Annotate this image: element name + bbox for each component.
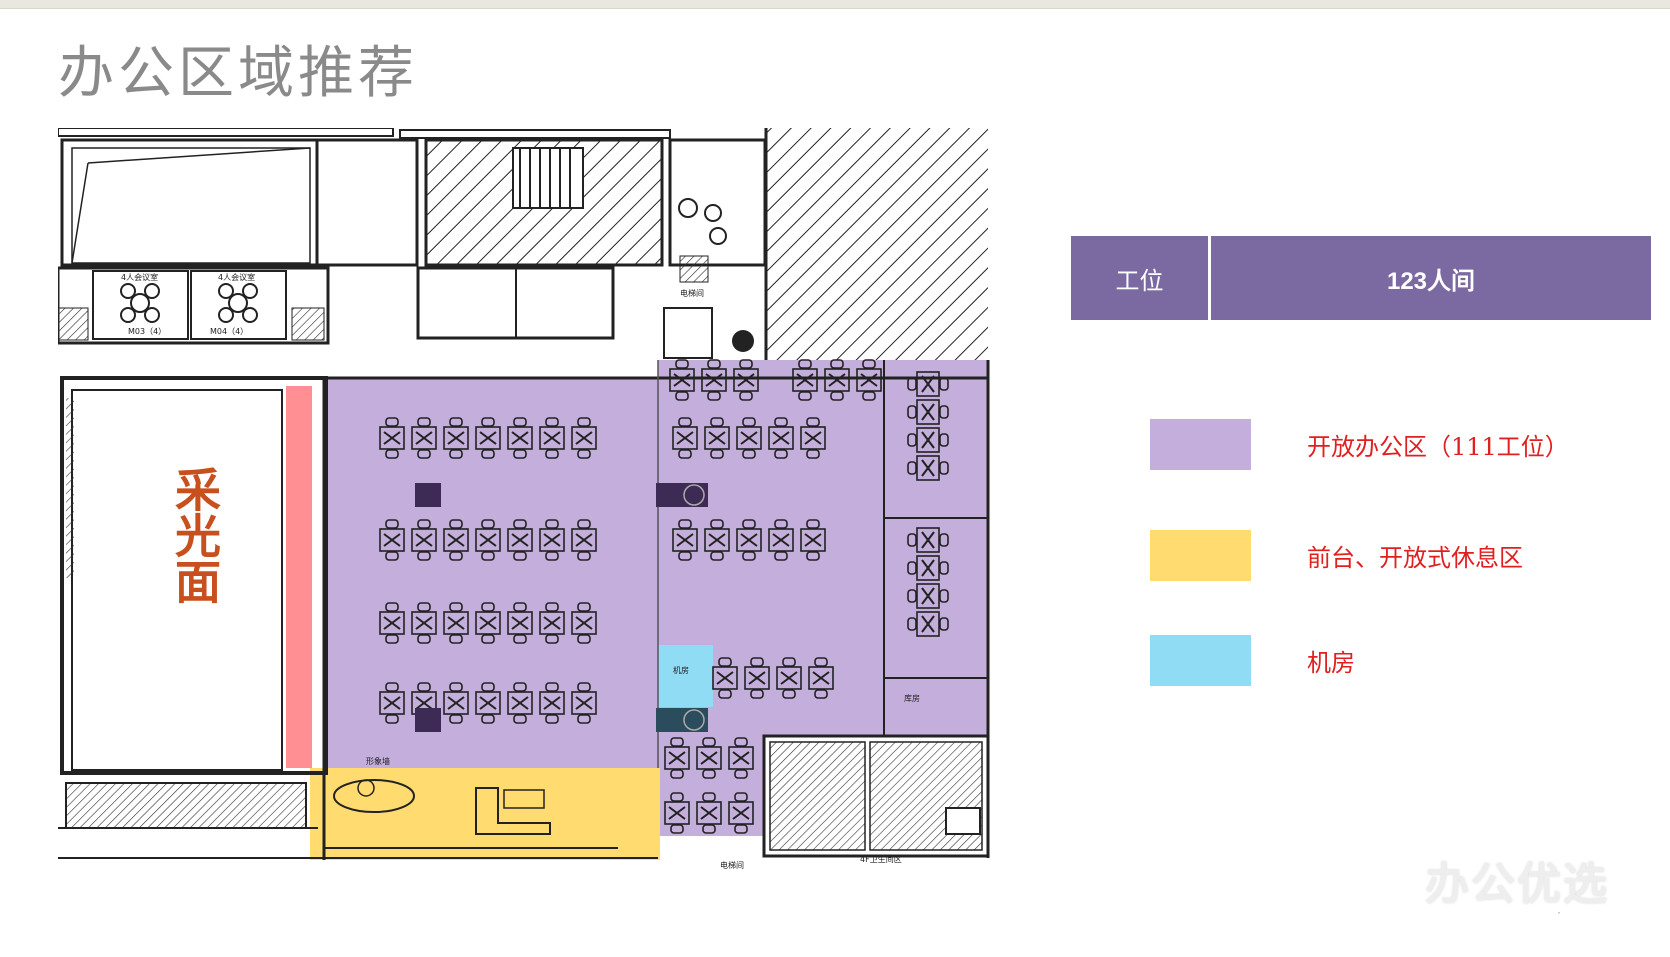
window-top-bar xyxy=(0,0,1670,9)
info-value-cell: 123人间 xyxy=(1211,236,1651,320)
page-title: 办公区域推荐 xyxy=(58,41,418,106)
server-room-label: 机房 xyxy=(673,665,689,675)
workstation-info-table: 工位 123人间 xyxy=(1071,236,1651,320)
info-label-cell: 工位 xyxy=(1071,236,1208,320)
reception-zone xyxy=(310,768,660,860)
meeting-room-a-label: 4人会议室 xyxy=(121,272,158,282)
floor-plan: 4人会议室 4人会议室 M03（4） M04（4） 电梯间 xyxy=(58,128,990,870)
electrical-room-label: 电梯间 xyxy=(680,288,704,298)
meeting-room-b-label: 4人会议室 xyxy=(218,272,255,282)
server-room-zone xyxy=(658,645,713,707)
legend-swatch-reception xyxy=(1150,530,1251,581)
meeting-room-a-code: M03（4） xyxy=(128,327,166,336)
storage-label: 库房 xyxy=(904,693,920,703)
open-office-zone xyxy=(658,736,763,836)
daylight-label: 采光面 xyxy=(169,466,221,604)
legend-label-reception: 前台、开放式休息区 xyxy=(1307,544,1523,572)
restroom-label: 4F卫生间区 xyxy=(860,854,902,864)
reception-wall-label: 形象墙 xyxy=(366,756,390,766)
watermark-logo: 办公优选 xyxy=(1425,859,1609,910)
decorative-dot: · xyxy=(1557,905,1561,919)
legend-label-server-room: 机房 xyxy=(1307,649,1355,677)
legend-swatch-server-room xyxy=(1150,635,1251,686)
elevator-bottom-label: 电梯间 xyxy=(720,860,744,870)
meeting-room-b-code: M04（4） xyxy=(210,327,248,336)
legend-swatch-open-office xyxy=(1150,419,1251,470)
daylight-strip xyxy=(286,386,312,768)
legend-item-reception: 前台、开放式休息区 xyxy=(1150,530,1523,581)
legend-item-server-room: 机房 xyxy=(1150,635,1355,686)
legend-item-open-office: 开放办公区（111工位） xyxy=(1150,419,1569,470)
legend-label-open-office: 开放办公区（111工位） xyxy=(1307,433,1569,461)
